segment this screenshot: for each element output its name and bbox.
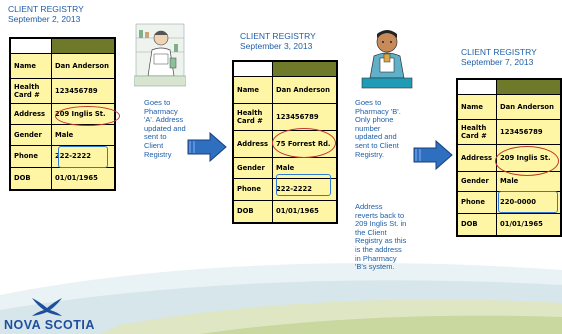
pharmacist-b-icon — [361, 30, 413, 89]
field-label: Gender — [457, 171, 497, 192]
phone-highlight-box — [58, 146, 108, 168]
panel-3-heading: CLIENT REGISTRY — [461, 47, 537, 57]
field-label: DOB — [233, 200, 273, 223]
field-label: Name — [233, 76, 273, 104]
field-label: Health Card # — [10, 78, 52, 104]
address-highlight-ring — [272, 128, 336, 158]
panel-1-date: September 2, 2013 — [8, 14, 81, 24]
field-label: Name — [457, 94, 497, 120]
panel-1-title: CLIENT REGISTRY September 2, 2013 — [8, 4, 84, 24]
field-value: 01/01/1965 — [272, 200, 337, 223]
field-label: Address — [10, 103, 52, 125]
field-label: Health Card # — [457, 119, 497, 145]
panel-1-heading: CLIENT REGISTRY — [8, 4, 84, 14]
field-label: Phone — [233, 178, 273, 201]
pharmacist-a-icon — [134, 23, 186, 87]
field-value: 123456789 — [496, 119, 561, 145]
note-pharmacy-a: Goes to Pharmacy 'A'. Address updated an… — [144, 98, 186, 159]
field-label: Health Card # — [233, 103, 273, 131]
panel-2-title: CLIENT REGISTRY September 3, 2013 — [240, 31, 316, 51]
field-value: Dan Anderson — [272, 76, 337, 104]
note-pharmacy-b: Goes to Pharmacy 'B'. Only phone number … — [355, 98, 401, 159]
field-label: Gender — [10, 124, 52, 146]
field-label: Phone — [10, 145, 52, 168]
field-value: 123456789 — [51, 78, 115, 104]
field-label: Address — [457, 144, 497, 172]
panel-3-title: CLIENT REGISTRY September 7, 2013 — [461, 47, 537, 67]
address-highlight-ring — [495, 146, 559, 176]
field-label: DOB — [457, 213, 497, 236]
panel-2-date: September 3, 2013 — [240, 41, 313, 51]
address-highlight-ring — [55, 106, 120, 126]
field-label: Phone — [457, 191, 497, 214]
field-value: 01/01/1965 — [496, 213, 561, 236]
panel-3-date: September 7, 2013 — [461, 57, 534, 67]
nova-scotia-logo-icon — [32, 298, 62, 316]
field-label: DOB — [10, 167, 52, 190]
nova-scotia-logo: NOVA SCOTIA — [4, 318, 95, 332]
footer-swoosh — [0, 263, 562, 334]
arrow-right-icon — [413, 140, 453, 170]
field-value: Dan Anderson — [496, 94, 561, 120]
field-value: 123456789 — [272, 103, 337, 131]
note-address-revert: Address reverts back to 209 Inglis St. i… — [355, 202, 407, 272]
field-label: Gender — [233, 157, 273, 179]
phone-highlight-box — [276, 174, 331, 196]
phone-highlight-box — [498, 191, 558, 213]
field-value: Male — [51, 124, 115, 146]
field-label: Name — [10, 53, 52, 79]
panel-2-heading: CLIENT REGISTRY — [240, 31, 316, 41]
field-value: 01/01/1965 — [51, 167, 115, 190]
field-label: Address — [233, 130, 273, 158]
field-value: Dan Anderson — [51, 53, 115, 79]
arrow-right-icon — [187, 132, 227, 162]
